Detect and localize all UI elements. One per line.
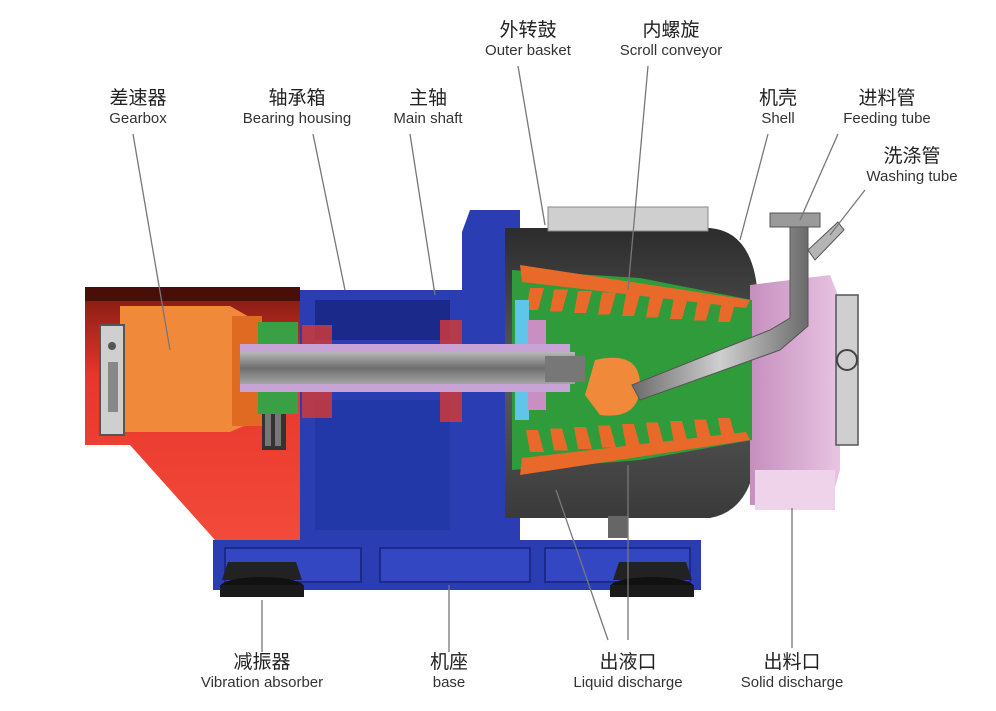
scroll-fin <box>718 300 736 322</box>
gearbox-body <box>99 306 262 436</box>
label-main-shaft-zh: 主轴 <box>408 87 447 109</box>
scroll-fin <box>526 288 544 310</box>
label-bearing-housing-en: Bearing housing <box>242 109 352 127</box>
label-liquid-discharge: 出液口 Liquid discharge <box>548 651 708 691</box>
leader-washing-tube <box>829 189 866 236</box>
vibration-absorber-right <box>610 562 694 597</box>
label-liquid-discharge-zh: 出液口 <box>599 651 657 673</box>
scroll-fin <box>526 430 544 452</box>
label-outer-basket: 外转鼓 Outer basket <box>458 19 598 59</box>
leader-shell <box>739 133 769 241</box>
label-outer-basket-en: Outer basket <box>485 41 571 59</box>
label-shell-zh: 机壳 <box>758 87 797 109</box>
scroll-fin <box>718 418 736 440</box>
label-washing-tube-en: Washing tube <box>866 167 958 185</box>
gearbox-bracket-top <box>85 287 300 301</box>
label-main-shaft-en: Main shaft <box>393 109 463 127</box>
label-gearbox-en: Gearbox <box>109 109 167 127</box>
label-bearing-housing-zh: 轴承箱 <box>268 87 326 109</box>
label-gearbox-zh: 差速器 <box>109 87 167 109</box>
label-washing-tube: 洗涤管 Washing tube <box>848 145 976 185</box>
leader-bearing-housing <box>312 133 346 291</box>
scroll-fins-top <box>526 288 736 322</box>
label-bearing-housing: 轴承箱 Bearing housing <box>222 87 372 127</box>
label-vibration-absorber: 减振器 Vibration absorber <box>176 651 348 691</box>
leader-liquid-discharge <box>555 489 609 641</box>
scroll-fin <box>670 297 688 319</box>
label-outer-basket-zh: 外转鼓 <box>499 19 557 41</box>
scroll-fin <box>646 295 664 318</box>
label-solid-discharge-zh: 出料口 <box>763 651 821 673</box>
label-solid-discharge-en: Solid discharge <box>740 673 844 691</box>
leader-main-shaft <box>409 133 436 296</box>
label-scroll-conveyor: 内螺旋 Scroll conveyor <box>596 19 746 59</box>
label-scroll-conveyor-zh: 内螺旋 <box>642 19 700 41</box>
label-base-en: base <box>432 673 466 691</box>
label-shell: 机壳 Shell <box>738 87 818 127</box>
scroll-fin <box>598 425 616 448</box>
leader-feeding-tube <box>799 133 839 221</box>
label-shell-en: Shell <box>761 109 795 127</box>
main-shaft <box>240 344 585 392</box>
scroll-fin <box>622 424 640 446</box>
scroll-fin <box>574 427 592 449</box>
label-vibration-absorber-zh: 减振器 <box>233 651 291 673</box>
label-solid-discharge: 出料口 Solid discharge <box>716 651 868 691</box>
scroll-fin <box>622 294 640 316</box>
leader-gearbox <box>132 133 171 351</box>
leader-lines <box>132 65 866 652</box>
label-liquid-discharge-en: Liquid discharge <box>573 673 683 691</box>
feed-distributor <box>585 357 640 416</box>
leader-scroll-conveyor <box>627 65 649 291</box>
label-washing-tube-zh: 洗涤管 <box>883 145 941 167</box>
label-gearbox: 差速器 Gearbox <box>78 87 198 127</box>
bearing-housing <box>300 290 470 540</box>
label-feeding-tube-zh: 进料管 <box>858 87 916 109</box>
scroll-fin <box>646 422 664 445</box>
scroll-fin <box>598 292 616 315</box>
scroll-fin <box>694 419 712 442</box>
label-feeding-tube-en: Feeding tube <box>843 109 931 127</box>
feeding-tube <box>631 212 821 401</box>
label-base-zh: 机座 <box>429 651 468 673</box>
scroll-fin <box>670 421 688 443</box>
leader-outer-basket <box>517 65 546 226</box>
washing-tube <box>807 221 845 261</box>
label-main-shaft: 主轴 Main shaft <box>378 87 478 127</box>
scroll-fin <box>550 289 568 312</box>
scroll-fin <box>694 298 712 321</box>
label-base: 机座 base <box>404 651 494 691</box>
label-scroll-conveyor-en: Scroll conveyor <box>619 41 723 59</box>
label-feeding-tube: 进料管 Feeding tube <box>826 87 948 127</box>
scroll-fin <box>550 428 568 451</box>
vibration-absorber-left <box>220 562 304 597</box>
label-vibration-absorber-en: Vibration absorber <box>200 673 324 691</box>
scroll-fins-bottom <box>526 418 736 452</box>
scroll-fin <box>574 291 592 313</box>
